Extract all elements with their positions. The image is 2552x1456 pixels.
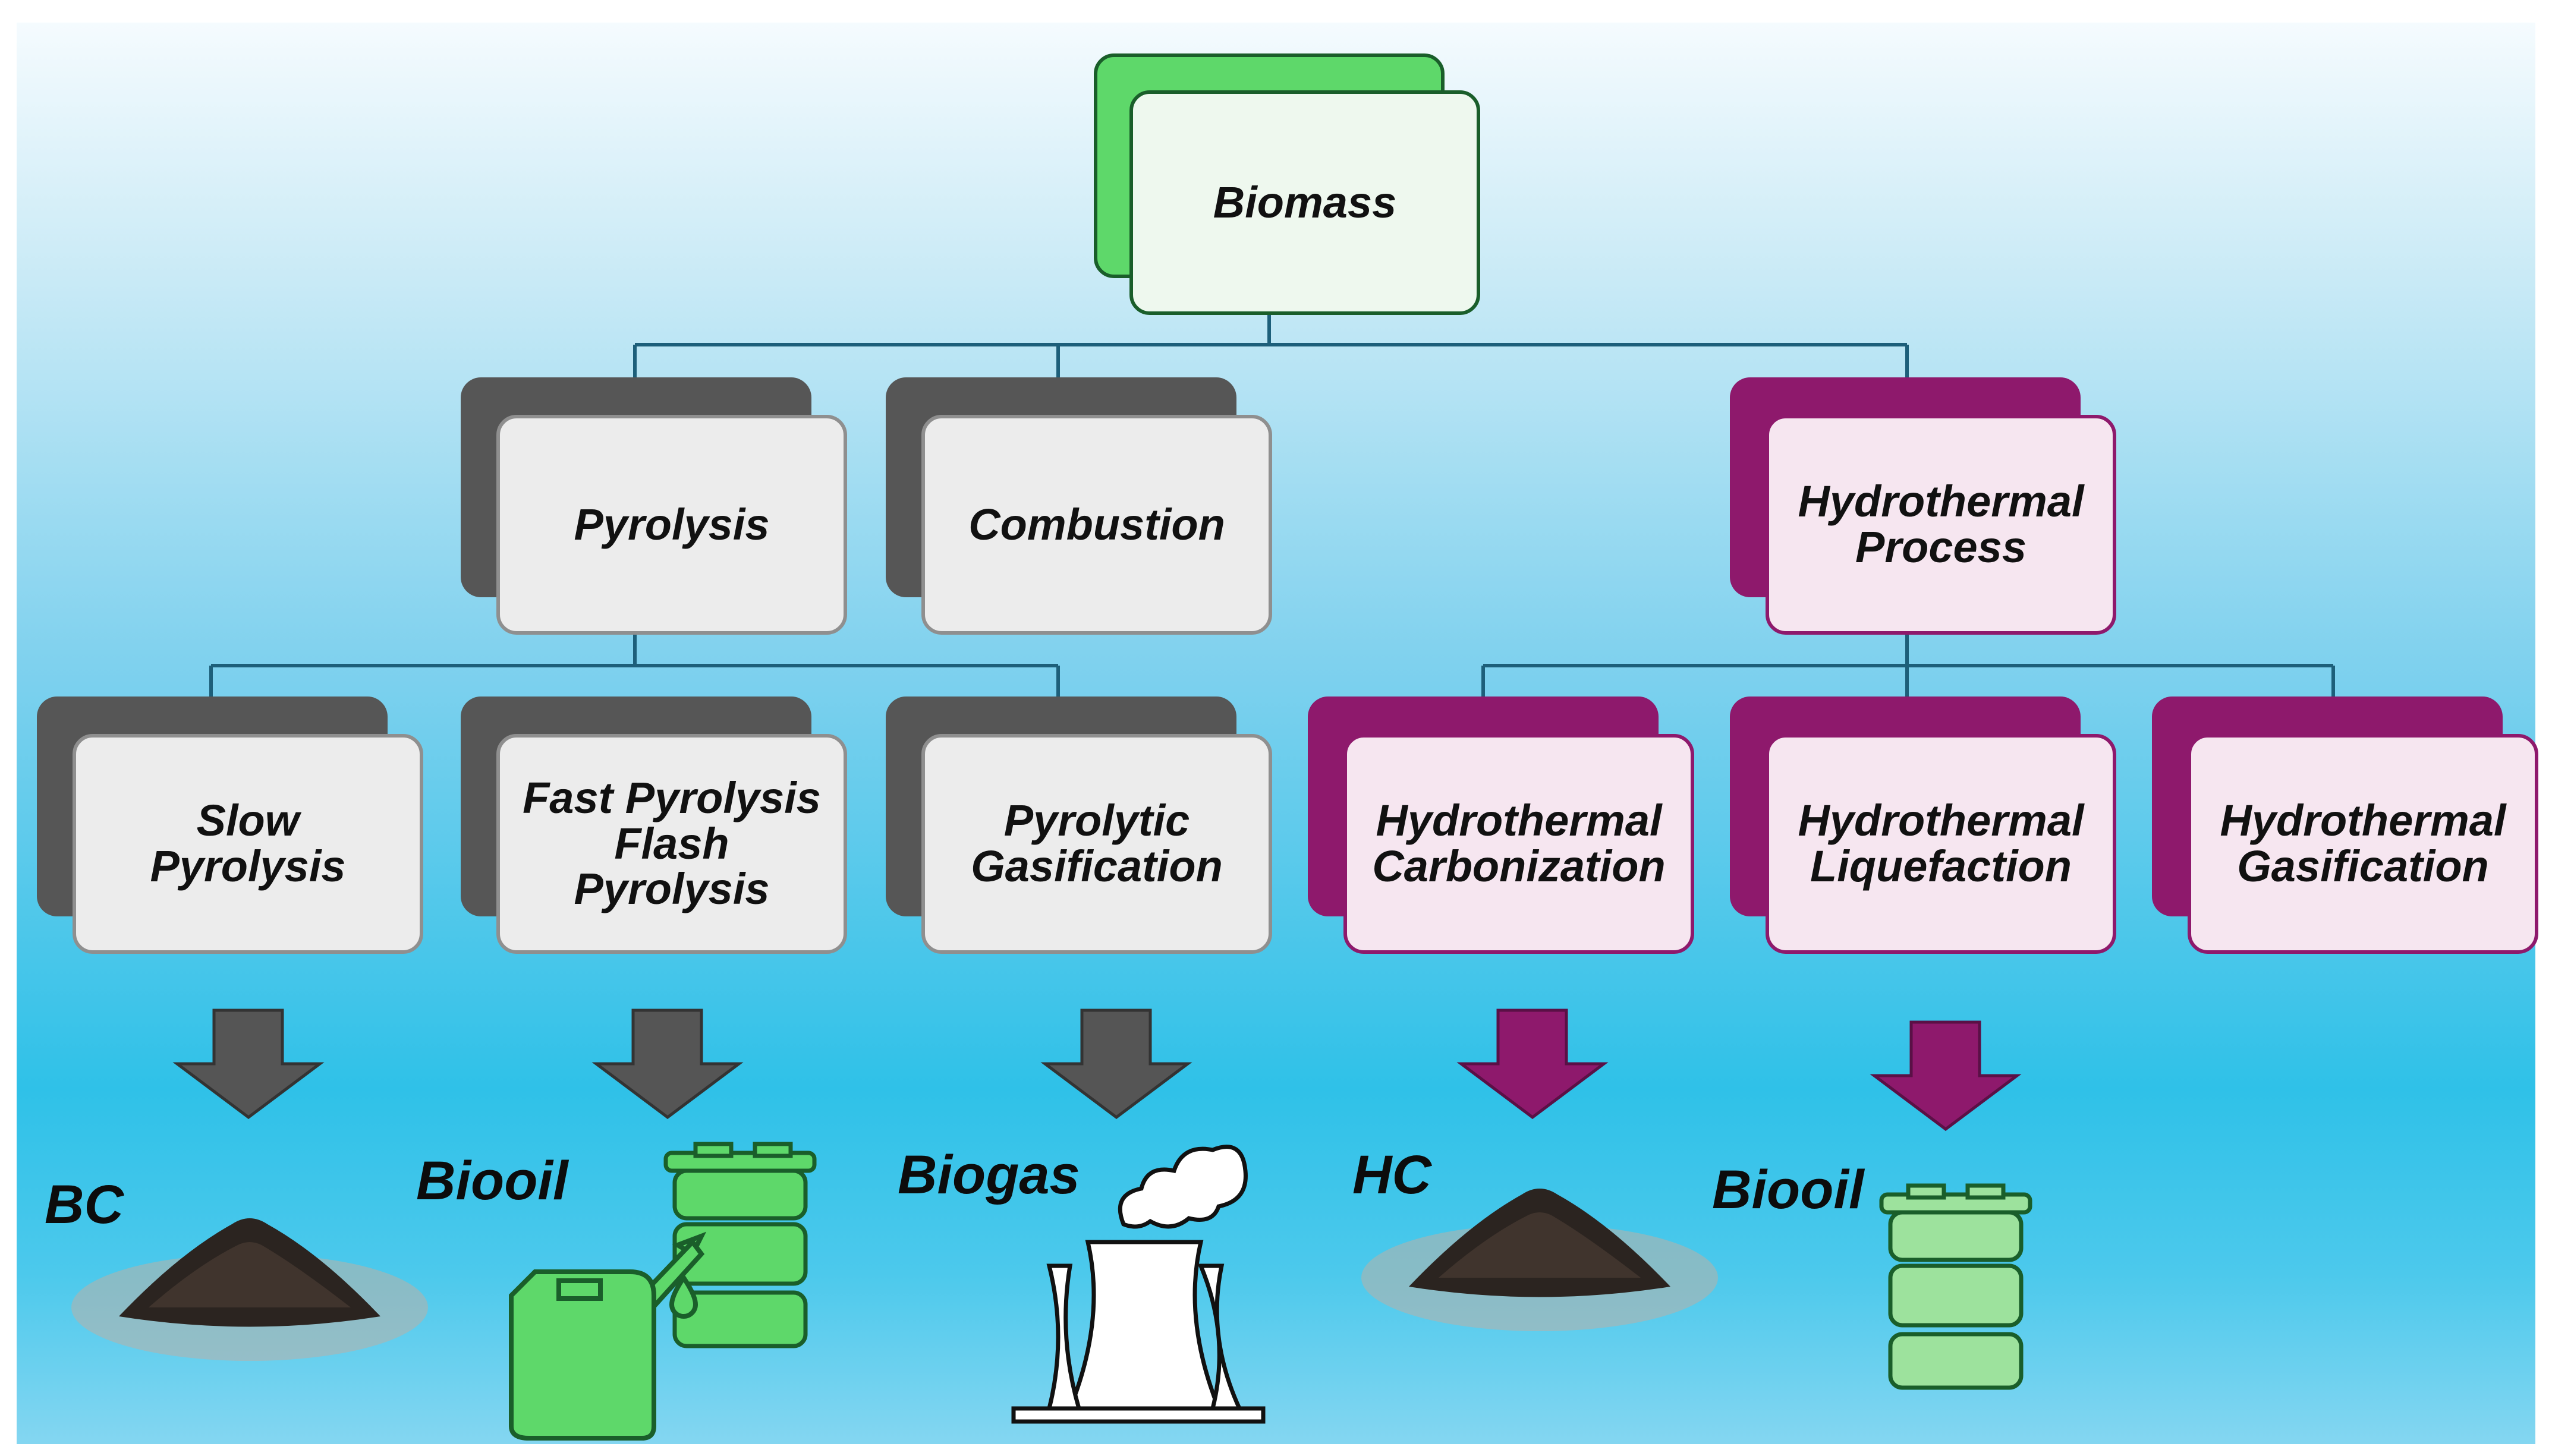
combustion-node: Combustion (886, 377, 1272, 635)
down-arrow-icon (591, 1009, 744, 1120)
slow-pyrolysis-label: Slow Pyrolysis (150, 796, 346, 891)
node-box: Hydrothermal Carbonization (1343, 734, 1694, 954)
product-biogas-label: Biogas (898, 1145, 1080, 1205)
hydrothermal-carbonization-label: Hydrothermal Carbonization (1372, 796, 1666, 891)
char-pile-icon (1361, 1189, 1718, 1331)
hydrothermal-gasification-node: Hydrothermal Gasification (2152, 697, 2538, 954)
hydrothermal-process-node: Hydrothermal Process (1730, 377, 2116, 635)
node-box: Hydrothermal Gasification (2188, 734, 2538, 954)
connector-lines (209, 309, 2335, 701)
pyrolysis-node: Pyrolysis (461, 377, 847, 635)
product-biooil-label: Biooil (416, 1151, 568, 1211)
cooling-tower-icon (1011, 1240, 1266, 1424)
node-box: Pyrolytic Gasification (921, 734, 1272, 954)
fast-pyrolysis-node: Fast Pyrolysis Flash Pyrolysis (461, 697, 847, 954)
hydrothermal-liquefaction-label: Hydrothermal Liquefaction (1798, 796, 2084, 891)
down-arrow-icon (1456, 1009, 1609, 1120)
pyrolysis-label: Pyrolysis (574, 499, 770, 549)
down-arrow-icon (1870, 1020, 2022, 1132)
down-arrow-icon (1040, 1009, 1192, 1120)
hydrothermal-liquefaction-node: Hydrothermal Liquefaction (1730, 697, 2116, 954)
down-arrow-icon (172, 1009, 325, 1120)
slow-pyrolysis-node: Slow Pyrolysis (37, 697, 423, 954)
fast-pyrolysis-label: Fast Pyrolysis Flash Pyrolysis (523, 773, 821, 914)
node-box: Hydrothermal Liquefaction (1766, 734, 2116, 954)
combustion-label: Combustion (968, 499, 1225, 549)
product-bc-label: BC (45, 1174, 124, 1235)
char-pile-icon (71, 1218, 428, 1361)
oil-barrel-icon (663, 1142, 817, 1348)
product-biooil-2-label: Biooil (1712, 1159, 1864, 1220)
hydrothermal-gasification-label: Hydrothermal Gasification (2220, 796, 2506, 891)
biomass-label: Biomass (1213, 177, 1397, 227)
hydrothermal-process-label: Hydrothermal Process (1798, 477, 2084, 572)
jerrycan-icon (509, 1231, 707, 1441)
node-box: Fast Pyrolysis Flash Pyrolysis (496, 734, 847, 954)
node-box: Combustion (921, 415, 1272, 635)
biomass-node: Biomass (1094, 53, 1480, 315)
oil-barrel-icon (1879, 1183, 2032, 1390)
hydrothermal-carbonization-node: Hydrothermal Carbonization (1308, 697, 1694, 954)
node-box: Slow Pyrolysis (73, 734, 423, 954)
product-hc-label: HC (1352, 1145, 1431, 1205)
node-box: Hydrothermal Process (1766, 415, 2116, 635)
node-box: Biomass (1129, 90, 1480, 315)
pyrolytic-gasification-node: Pyrolytic Gasification (886, 697, 1272, 954)
node-box: Pyrolysis (496, 415, 847, 635)
pyrolytic-gasification-label: Pyrolytic Gasification (971, 796, 1223, 891)
smoke-cloud-icon (1118, 1145, 1248, 1229)
